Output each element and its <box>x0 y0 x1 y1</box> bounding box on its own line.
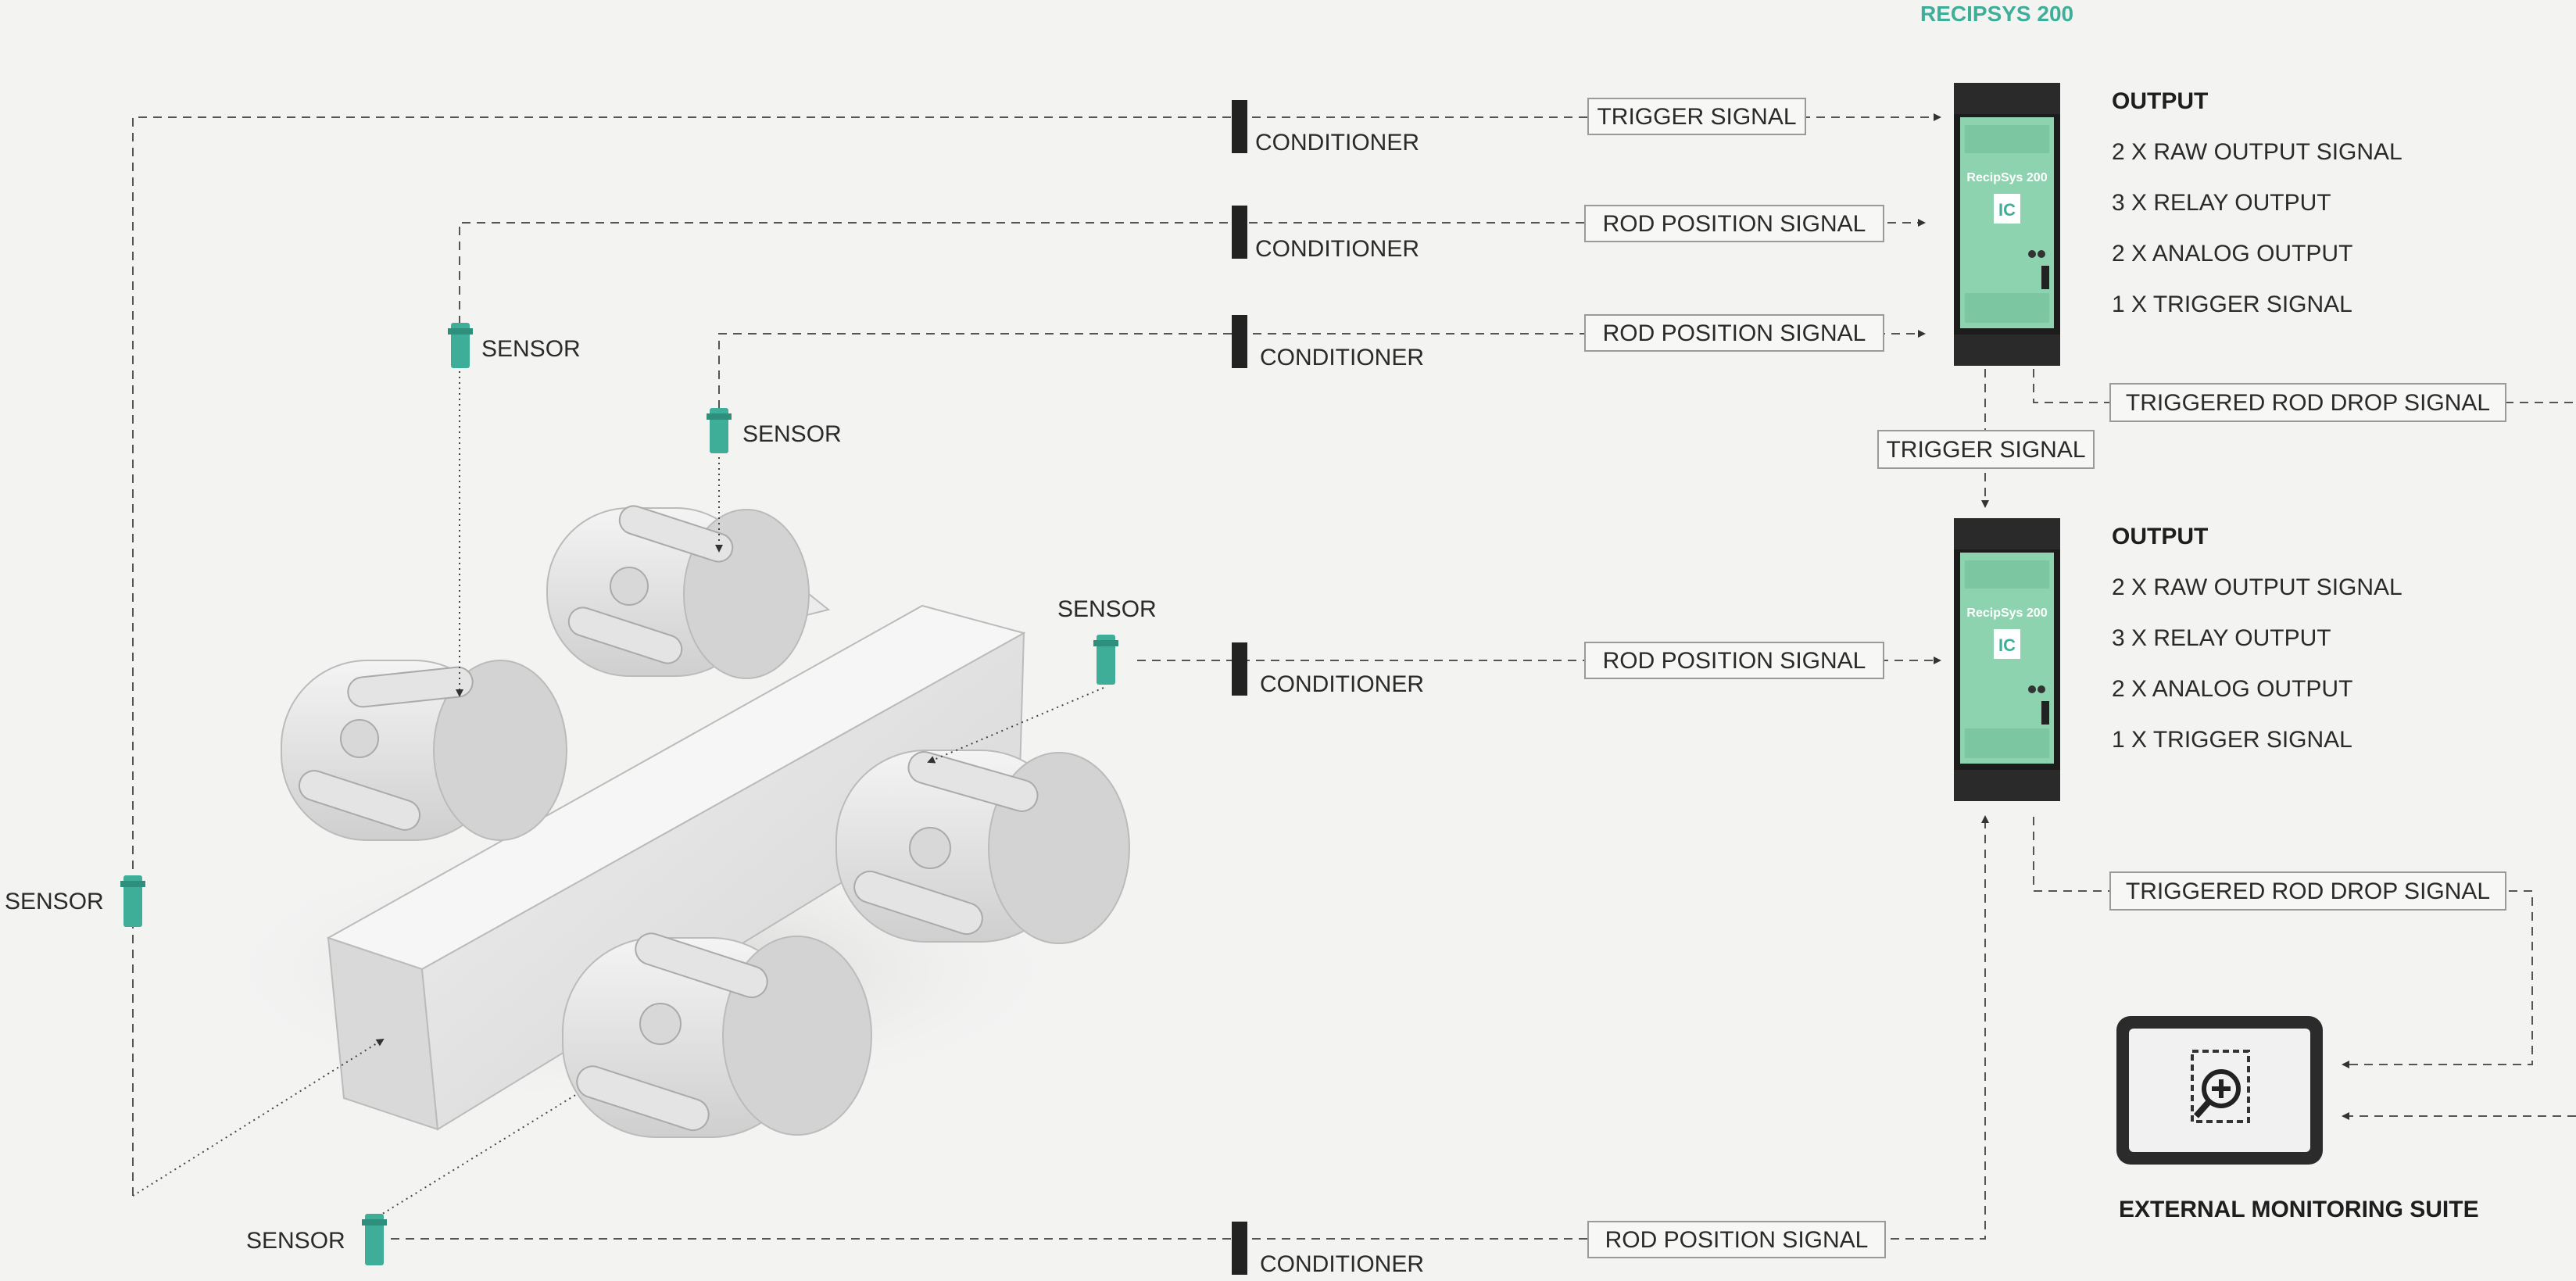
signal-labels: TRIGGER SIGNAL ROD POSITION SIGNAL ROD P… <box>1584 98 2506 1258</box>
trigger-signal-label: TRIGGER SIGNAL <box>1597 104 1796 130</box>
output-item: 2 X ANALOG OUTPUT <box>2112 676 2352 702</box>
output-list: OUTPUT 2 X RAW OUTPUT SIGNAL 3 X RELAY O… <box>2112 524 2402 753</box>
output-item: 1 X TRIGGER SIGNAL <box>2112 727 2352 753</box>
sensor-icon <box>362 1214 387 1265</box>
sensors: SENSOR SENSOR SENSOR SENSOR SENSOR <box>5 323 1157 1265</box>
sensor-icon <box>120 875 145 927</box>
output-item: 3 X RELAY OUTPUT <box>2112 190 2331 216</box>
conditioner-label: CONDITIONER <box>1260 345 1424 370</box>
sensor-label: SENSOR <box>742 421 842 447</box>
laptop-monitor-icon <box>2116 1016 2323 1165</box>
output-item: 2 X ANALOG OUTPUT <box>2112 241 2352 267</box>
sensor-label: SENSOR <box>1057 596 1157 622</box>
rod-position-signal-label: ROD POSITION SIGNAL <box>1603 211 1866 237</box>
output-item: 2 X RAW OUTPUT SIGNAL <box>2112 139 2402 165</box>
compressor-illustration <box>203 505 1130 1138</box>
sensor-label: SENSOR <box>246 1228 345 1254</box>
conditioner-label: CONDITIONER <box>1255 130 1419 156</box>
module-logo: IC <box>1998 200 2016 220</box>
recipsys-module: RecipSys 200 IC <box>1954 518 2060 801</box>
recipsys-module: RecipSys 200 IC <box>1954 83 2060 366</box>
triggered-rod-drop-signal-label: TRIGGERED ROD DROP SIGNAL <box>2126 878 2490 904</box>
conditioners: CONDITIONER CONDITIONER CONDITIONER COND… <box>1232 100 1424 1277</box>
conditioner-label: CONDITIONER <box>1255 236 1419 262</box>
conditioner-block <box>1232 1222 1247 1275</box>
magnify-plus-icon <box>2191 1050 2250 1123</box>
cylinder <box>546 505 810 679</box>
output-header: OUTPUT <box>2112 88 2208 114</box>
rod-position-signal-label: ROD POSITION SIGNAL <box>1603 320 1866 346</box>
sensor-label: SENSOR <box>5 889 104 914</box>
module-name: RecipSys 200 <box>1966 171 2047 184</box>
sensor-icon <box>1093 635 1118 685</box>
conditioner-block <box>1232 206 1247 259</box>
conditioner-block <box>1232 100 1247 153</box>
output-list: OUTPUT 2 X RAW OUTPUT SIGNAL 3 X RELAY O… <box>2112 88 2402 317</box>
module-logo: IC <box>1998 635 2016 655</box>
device-title: RECIPSYS 200 <box>1920 2 2073 26</box>
conditioner-block <box>1232 642 1247 696</box>
output-item: 3 X RELAY OUTPUT <box>2112 625 2331 651</box>
module-name: RecipSys 200 <box>1966 607 2047 620</box>
conditioner-label: CONDITIONER <box>1260 1251 1424 1277</box>
sensor-icon <box>448 323 473 368</box>
sensor-label: SENSOR <box>481 336 581 362</box>
conditioner-block <box>1232 315 1247 368</box>
output-item: 2 X RAW OUTPUT SIGNAL <box>2112 574 2402 600</box>
monitor-label: EXTERNAL MONITORING SUITE <box>2119 1197 2479 1222</box>
triggered-rod-drop-signal-label: TRIGGERED ROD DROP SIGNAL <box>2126 390 2490 416</box>
trigger-signal-label: TRIGGER SIGNAL <box>1886 437 2085 463</box>
rod-position-signal-label: ROD POSITION SIGNAL <box>1603 648 1866 674</box>
conditioner-label: CONDITIONER <box>1260 671 1424 697</box>
output-header: OUTPUT <box>2112 524 2208 549</box>
output-item: 1 X TRIGGER SIGNAL <box>2112 292 2352 317</box>
cylinder <box>281 660 567 841</box>
rod-position-signal-label: ROD POSITION SIGNAL <box>1605 1227 1869 1253</box>
sensor-icon <box>707 408 732 453</box>
cylinder <box>835 750 1130 944</box>
cylinder <box>562 932 872 1138</box>
